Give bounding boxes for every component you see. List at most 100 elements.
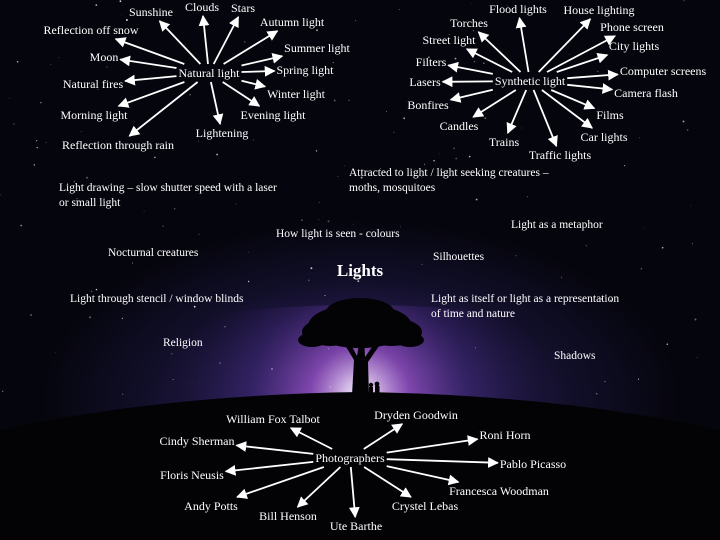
note-light-as-itself: Light as itself or light as a representa… [431,293,620,320]
synthetic-item-filters: Filters [415,55,447,69]
star [40,102,42,104]
star [33,164,36,166]
star [89,316,92,319]
photographer-crystel-lebas: Crystel Lebas [391,499,459,513]
photographer-pablo-picasso: Pablo Picasso [499,457,567,471]
star [174,208,176,210]
synthetic-item-bonfires: Bonfires [407,98,449,112]
star [45,141,47,143]
star [125,19,128,21]
star [468,155,471,158]
note-light-drawing: Light drawing – slow shutter speed with … [59,182,277,209]
arrow-to-synthetic-item-computer-screens [567,69,619,81]
arrow-to-synthetic-item-house-lighting [538,18,592,73]
arrow-to-synthetic-item-filters [447,61,493,75]
note-shadows: Shadows [554,350,596,362]
star [683,0,685,2]
star [643,227,645,228]
star [526,196,528,198]
star [248,251,249,253]
star [106,66,108,68]
star [666,343,669,346]
arrow-to-synthetic-item-candles [472,89,517,118]
star [690,205,692,207]
star [445,39,447,41]
star [694,318,697,321]
couple-silhouette [368,381,380,395]
star [454,57,457,60]
star [327,220,330,223]
star [95,4,98,6]
synthetic-item-street-light: Street light [422,33,476,47]
star [484,117,487,120]
natural-item-moon: Moon [89,50,119,64]
star [352,223,354,225]
star [235,203,237,205]
arrow-to-photographer-bill-henson [296,466,342,508]
star [237,10,239,12]
star [337,175,339,177]
synthetic-item-house-lighting: House lighting [563,3,635,17]
photographer-andy-potts: Andy Potts [184,499,238,513]
star [348,99,350,101]
arrow-to-synthetic-item-car-lights [541,89,593,129]
star [343,165,345,167]
star [355,20,357,22]
arrow-to-photographer-floris-neusis [224,461,314,476]
arrow-to-natural-item-winter-light [241,78,267,90]
star [36,140,38,142]
natural-item-reflection-through-rain: Reflection through rain [62,138,174,152]
star [585,245,588,247]
star [286,113,287,114]
star [198,140,200,142]
star [182,189,183,191]
star [433,159,435,162]
star [639,137,641,139]
star [438,153,440,155]
synthetic-item-car-lights: Car lights [580,130,628,144]
star [455,157,458,160]
arrow-to-photographer-roni-horn [386,435,479,454]
map-title: Lights [336,261,384,280]
star [661,246,664,249]
star [55,352,56,353]
photographer-bill-henson: Bill Henson [259,509,317,523]
star [307,279,310,282]
star [36,146,38,149]
arrow-to-photographer-andy-potts [236,466,325,499]
natural-item-natural-fires: Natural fires [62,77,124,91]
arrow-to-synthetic-item-films [550,89,596,110]
star [121,317,124,320]
star [50,64,52,65]
star [193,305,196,308]
star [393,131,395,133]
arrow-to-synthetic-item-torches [477,31,522,73]
arrow-to-natural-item-natural-fires [124,74,177,86]
arrow-to-natural-item-reflection-off-snow [114,37,185,65]
synthetic-item-camera-flash: Camera flash [614,86,678,100]
star [400,226,401,228]
star [16,61,19,63]
star [577,164,579,166]
synthetic-light-hub: Synthetic light [494,74,566,88]
arrow-to-natural-item-clouds [198,14,210,65]
natural-item-winter-light: Winter light [267,87,325,101]
arrow-to-photographer-ute-barthe [348,466,360,519]
arrow-to-natural-item-autumn-light [223,30,279,65]
synthetic-item-computer-screens: Computer screens [619,64,707,78]
star [472,29,475,32]
star [198,233,200,235]
photographer-dryden-goodwin: Dryden Goodwin [374,408,458,422]
note-light-through-stencil: Light through stencil / window blinds [70,293,244,305]
star [216,153,219,156]
photographer-floris-neusis: Floris Neusis [160,468,224,482]
star [360,176,363,179]
note-nocturnal-creatures: Nocturnal creatures [108,247,199,259]
synthetic-item-phone-screen: Phone screen [600,20,664,34]
arrow-to-synthetic-item-city-lights [556,52,609,73]
star [594,296,596,298]
star [696,356,698,358]
arrow-to-synthetic-item-trains [506,89,528,134]
star [421,263,423,266]
